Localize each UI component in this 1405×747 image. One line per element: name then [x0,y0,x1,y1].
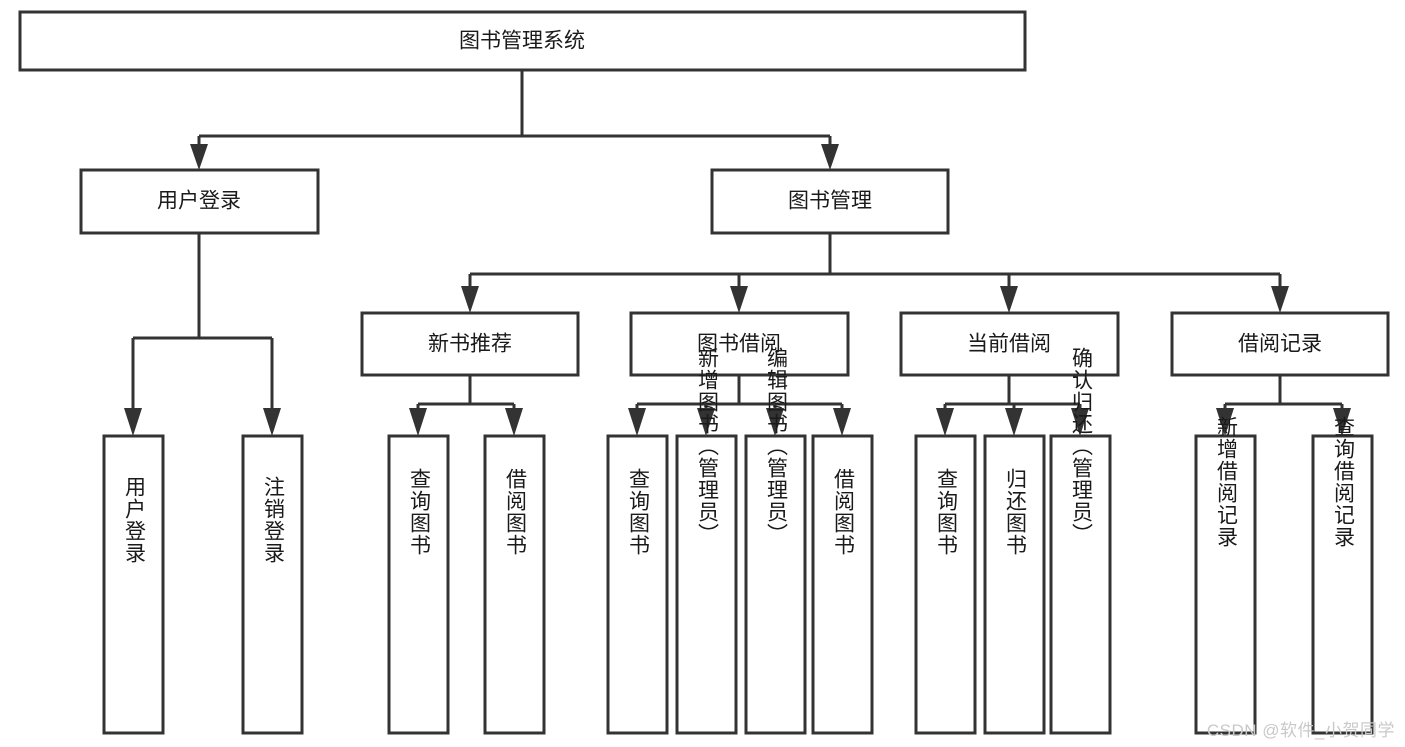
node-current-borrow[interactable]: 当前借阅 [899,311,1120,377]
node-user-login-label: 用户登录 [157,190,241,213]
node-leaf-query-book-3-box[interactable] [914,434,977,735]
node-root[interactable]: 图书管理系统 [18,10,1027,72]
node-leaf-add-record-box[interactable] [1194,434,1257,735]
node-leaf-add-book-label: 新增图书（管理员） [696,347,720,545]
arrowhead-borrow-record [1271,286,1289,313]
arrowhead-leaf-query-book-2 [628,408,646,436]
node-leaf-query-record[interactable]: 查询借阅记录 [1311,416,1374,735]
node-book-management[interactable]: 图书管理 [710,168,950,235]
node-leaf-user-login-box[interactable] [102,434,165,735]
node-leaf-confirm-return-label: 确认归还（管理员） [1070,347,1094,545]
node-leaf-logout-login-box[interactable] [241,434,304,735]
node-leaf-logout-login[interactable]: 注销登录 [241,434,304,735]
arrowhead-leaf-query-record [1333,408,1351,436]
arrowhead-leaf-user-login [124,408,142,436]
node-user-login[interactable]: 用户登录 [79,168,320,235]
node-leaf-confirm-return[interactable]: 确认归还（管理员） [1049,347,1112,735]
node-leaf-edit-book[interactable]: 编辑图书（管理员） [744,347,807,735]
arrowhead-leaf-borrow-book-2 [833,408,851,436]
node-borrow-record[interactable]: 借阅记录 [1170,311,1390,377]
node-book-borrow-box[interactable] [629,311,850,377]
arrowhead-leaf-borrow-book-1 [505,408,523,436]
node-leaf-user-login[interactable]: 用户登录 [102,434,165,735]
arrowhead-current-borrow [1000,286,1018,313]
node-leaf-borrow-book-2-label: 借阅图书 [832,468,856,556]
arrowhead-leaf-query-book-3 [936,408,954,436]
node-leaf-query-book-3-label: 查询图书 [935,468,959,556]
node-leaf-borrow-book-2[interactable]: 借阅图书 [811,434,874,735]
node-new-book-recommend-box[interactable] [360,311,580,377]
node-root-box[interactable] [18,10,1027,72]
arrowhead-book-management [821,144,839,170]
arrowhead-leaf-confirm-return [1071,408,1089,436]
node-leaf-borrow-book-2-box[interactable] [811,434,874,735]
edges-layer [124,70,1351,436]
node-leaf-borrow-book-1[interactable]: 借阅图书 [483,434,546,735]
node-book-borrow[interactable]: 图书借阅 [629,311,850,377]
node-borrow-record-box[interactable] [1170,311,1390,377]
node-new-book-recommend[interactable]: 新书推荐 [360,311,580,377]
arrowhead-user-login [190,144,208,170]
node-leaf-add-record-label: 新增借阅记录 [1215,416,1239,548]
node-current-borrow-box[interactable] [899,311,1120,377]
arrowhead-new-book-recommend [461,286,479,313]
node-leaf-query-book-2[interactable]: 查询图书 [606,434,669,735]
node-leaf-return-book-label: 归还图书 [1004,468,1028,556]
node-leaf-borrow-book-1-box[interactable] [483,434,546,735]
node-new-book-recommend-label: 新书推荐 [428,333,512,356]
node-leaf-confirm-return-box[interactable] [1049,434,1112,735]
node-leaf-return-book-box[interactable] [983,434,1046,735]
arrowhead-book-borrow [730,286,748,313]
node-user-login-box[interactable] [79,168,320,235]
node-borrow-record-label: 借阅记录 [1238,333,1322,356]
node-leaf-add-book-box[interactable] [675,434,738,735]
arrowhead-leaf-query-book-1 [409,408,427,436]
arrowhead-leaf-add-book [697,408,715,436]
node-book-borrow-label: 图书借阅 [697,333,781,356]
node-leaf-logout-login-label: 注销登录 [262,476,286,564]
node-leaf-query-book-2-box[interactable] [606,434,669,735]
node-leaf-query-record-label: 查询借阅记录 [1332,416,1356,548]
arrowhead-leaf-add-record [1216,408,1234,436]
node-leaf-add-record[interactable]: 新增借阅记录 [1194,416,1257,735]
node-leaf-query-book-3[interactable]: 查询图书 [914,434,977,735]
arrowhead-leaf-edit-book [766,408,784,436]
node-leaf-return-book[interactable]: 归还图书 [983,434,1046,735]
arrowhead-leaf-logout-login [263,408,281,436]
arrowhead-leaf-return-book [1005,408,1023,436]
node-leaf-add-book[interactable]: 新增图书（管理员） [675,347,738,735]
node-current-borrow-label: 当前借阅 [967,333,1051,356]
node-leaf-query-book-1[interactable]: 查询图书 [387,434,450,735]
node-leaf-edit-book-label: 编辑图书（管理员） [765,347,789,545]
node-book-management-label: 图书管理 [788,190,872,213]
node-book-management-box[interactable] [710,168,950,235]
node-leaf-query-record-box[interactable] [1311,434,1374,735]
node-leaf-query-book-1-box[interactable] [387,434,450,735]
node-root-label: 图书管理系统 [459,30,585,53]
node-leaf-user-login-label: 用户登录 [123,476,147,564]
node-leaf-borrow-book-1-label: 借阅图书 [504,468,528,556]
node-leaf-edit-book-box[interactable] [744,434,807,735]
node-leaf-query-book-1-label: 查询图书 [408,468,432,556]
node-leaf-query-book-2-label: 查询图书 [627,468,651,556]
